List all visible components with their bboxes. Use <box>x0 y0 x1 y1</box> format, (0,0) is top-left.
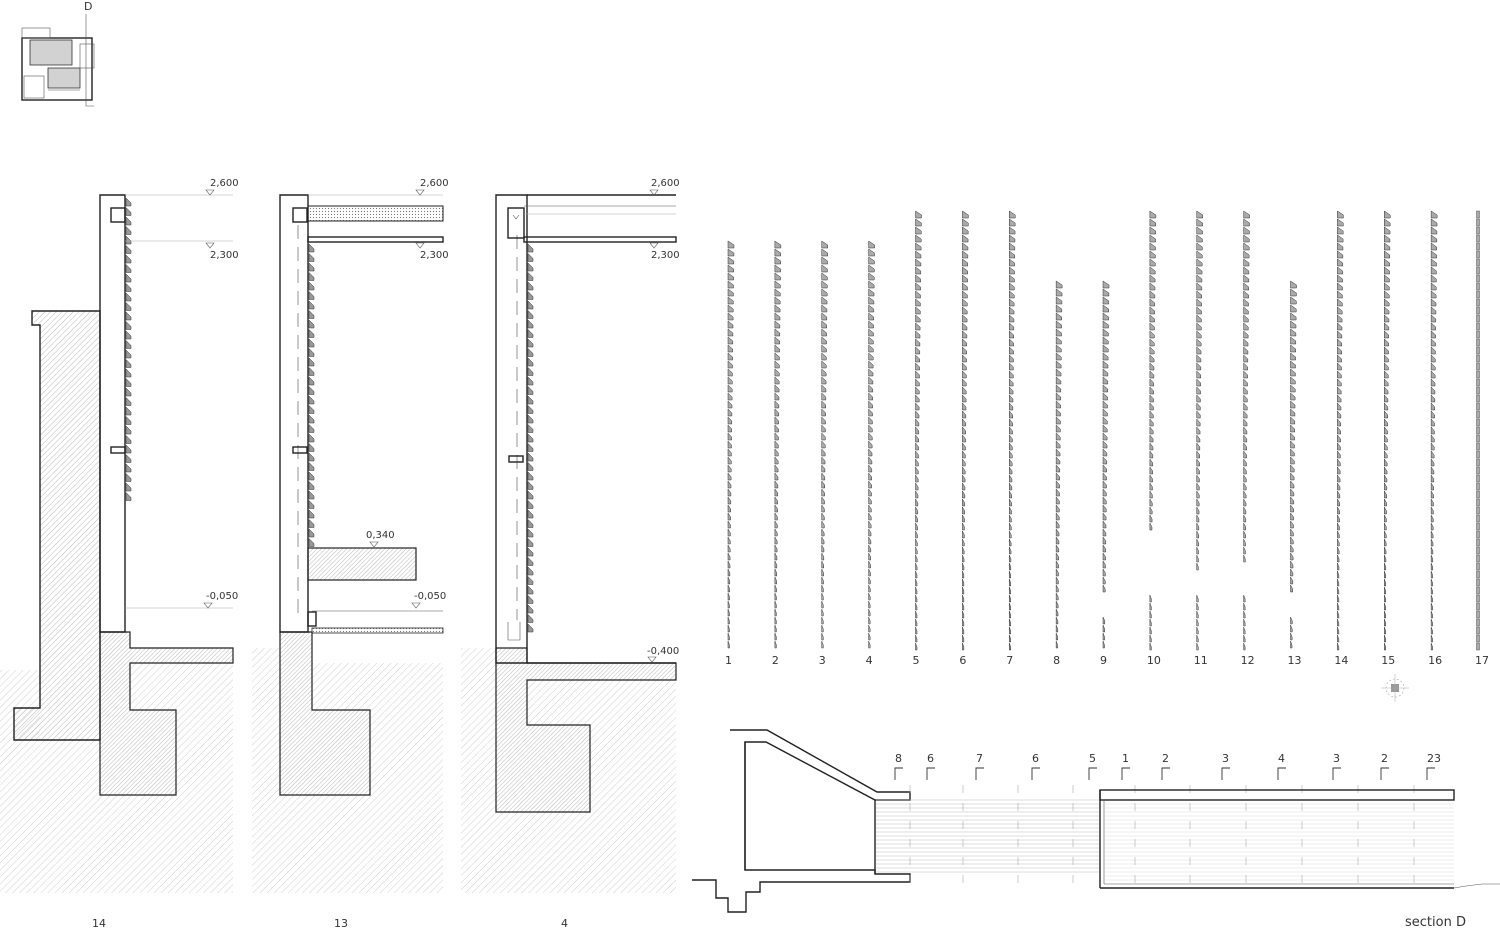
key-plan: D <box>21 0 95 107</box>
section-marker-label: 6 <box>927 752 934 765</box>
section-marker-label: 2 <box>1162 752 1169 765</box>
section-marker-label: 4 <box>1278 752 1285 765</box>
louvre-column: 12 <box>1241 210 1255 667</box>
column-label: 13 <box>1288 654 1302 667</box>
louvre-column: 10 <box>1147 210 1161 667</box>
section-marker-label: 23 <box>1427 752 1441 765</box>
section-marker: 2 <box>1380 752 1389 780</box>
louvre-column: 13 <box>1288 280 1302 667</box>
louvre-column: 11 <box>1194 210 1208 667</box>
column-label: 9 <box>1100 654 1107 667</box>
louvre-column: 2 <box>772 240 782 667</box>
detail-label-4: 4 <box>561 917 568 928</box>
section-marker-label: 8 <box>895 752 902 765</box>
column-label: 10 <box>1147 654 1161 667</box>
column-label: 5 <box>913 654 920 667</box>
section-marker: 1 <box>1121 752 1130 780</box>
louvre-column: 3 <box>819 240 828 667</box>
section-marker: 3 <box>1221 752 1230 780</box>
louvre-column: 16 <box>1428 210 1442 667</box>
column-label: 16 <box>1428 654 1442 667</box>
louvre-column: 9 <box>1100 280 1110 667</box>
level-ceiling-13: 2,300 <box>420 250 449 261</box>
section-marker-label: 5 <box>1089 752 1096 765</box>
level-top-4: 2,600 <box>651 178 680 189</box>
column-label: 2 <box>772 654 779 667</box>
column-label: 7 <box>1006 654 1013 667</box>
level-bench-13: 0,340 <box>366 530 395 541</box>
column-label: 4 <box>866 654 873 667</box>
compass-icon <box>1381 674 1409 702</box>
louvre-column: 14 <box>1334 210 1348 667</box>
detail-13: 2,600 2,300 0,340 -0,050 13 <box>252 178 449 928</box>
detail-label-13: 13 <box>334 917 348 928</box>
column-label: 1 <box>725 654 732 667</box>
louvre-column: 5 <box>913 210 922 667</box>
level-ceiling-14: 2,300 <box>210 250 239 261</box>
level-top-13: 2,600 <box>420 178 449 189</box>
column-label: 6 <box>959 654 966 667</box>
level-ceiling-4: 2,300 <box>651 250 680 261</box>
louvre-column: 1 <box>725 240 735 667</box>
section-marker: 2 <box>1161 752 1170 780</box>
louvre-column: 15 <box>1381 210 1395 667</box>
section-marker: 6 <box>1031 752 1040 780</box>
column-label: 12 <box>1241 654 1255 667</box>
column-label: 3 <box>819 654 826 667</box>
louvre-column: 8 <box>1053 280 1063 667</box>
section-title: section D <box>1405 915 1466 928</box>
section-marker-label: 3 <box>1222 752 1229 765</box>
section-marker-label: 3 <box>1333 752 1340 765</box>
column-label: 17 <box>1475 654 1489 667</box>
detail-4: 2,600 2,300 -0,400 4 <box>461 178 680 928</box>
level-top-14: 2,600 <box>210 178 239 189</box>
section-marker: 7 <box>975 752 984 780</box>
section-marker: 23 <box>1426 752 1441 780</box>
level-floor-13: -0,050 <box>414 591 446 602</box>
detail-14: 2,600 2,300 -0,050 14 <box>0 178 239 928</box>
level-floor-4: -0,400 <box>647 646 679 657</box>
level-floor-14: -0,050 <box>206 591 238 602</box>
section-marker: 3 <box>1332 752 1341 780</box>
section-marker-label: 2 <box>1381 752 1388 765</box>
section-marker: 8 <box>894 752 903 780</box>
detail-label-14: 14 <box>92 917 106 928</box>
louvre-column: 4 <box>866 240 875 667</box>
section-marker: 6 <box>926 752 935 780</box>
section-marker-label: 7 <box>976 752 983 765</box>
column-label: 15 <box>1381 654 1395 667</box>
column-label: 8 <box>1053 654 1060 667</box>
column-label: 14 <box>1334 654 1348 667</box>
louvre-column: 7 <box>1006 210 1016 667</box>
column-label: 11 <box>1194 654 1208 667</box>
key-plan-label: D <box>84 0 92 13</box>
section-marker-label: 1 <box>1122 752 1129 765</box>
section-marker: 5 <box>1088 752 1097 780</box>
louvre-column: 6 <box>959 210 969 667</box>
louvre-column: 17 <box>1475 210 1489 667</box>
section-marker: 4 <box>1277 752 1286 780</box>
section-marker-label: 6 <box>1032 752 1039 765</box>
